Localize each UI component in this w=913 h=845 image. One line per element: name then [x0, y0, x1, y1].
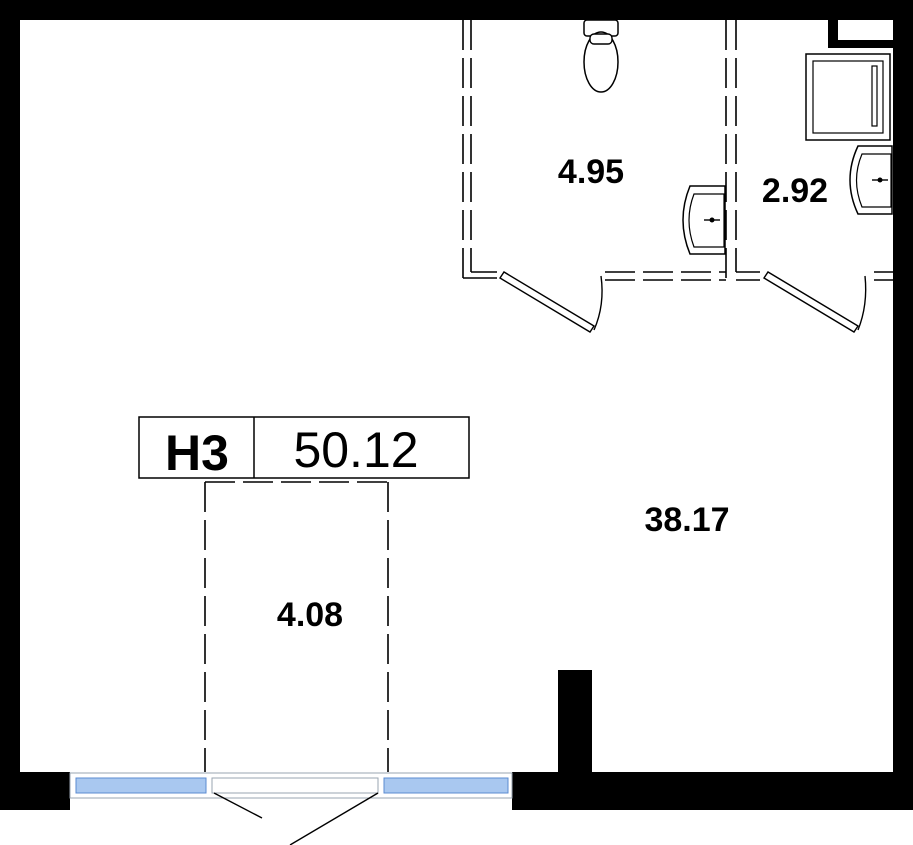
window-glass-right: [383, 777, 509, 794]
window-glass-left: [75, 777, 207, 794]
bottom-wall-right: [512, 772, 913, 810]
bathroom-door: [499, 271, 603, 333]
left-wall: [0, 0, 20, 810]
room-area-bathroom: 4.95: [558, 153, 624, 191]
column-pier: [558, 670, 592, 774]
washroom-partitions: [736, 271, 893, 281]
wall-notch-ledge: [828, 40, 894, 48]
unit-label: Н3 50.12: [138, 416, 470, 481]
washroom-sink-icon: [849, 145, 893, 215]
top-wall: [0, 0, 913, 20]
room-area-main-hall: 38.17: [644, 501, 729, 539]
room-area-washroom: 2.92: [762, 172, 828, 210]
bottom-wall-left: [0, 772, 70, 810]
shower-icon: [805, 53, 891, 141]
entrance-door-frame: [211, 777, 379, 794]
wall-notch: [828, 18, 838, 48]
unit-label-box: [138, 416, 470, 479]
vestibule-partitions: [204, 481, 389, 772]
bathroom-partitions: [462, 20, 737, 281]
right-wall: [893, 0, 913, 810]
door-swing-icon: [213, 792, 379, 845]
window-icon: [69, 772, 513, 799]
exterior-walls: [0, 0, 913, 810]
washroom-door: [763, 271, 867, 333]
unit-code: Н3: [165, 425, 229, 481]
unit-total-area: 50.12: [293, 422, 418, 478]
room-area-vestibule: 4.08: [277, 596, 343, 634]
sink-icon: [682, 185, 726, 255]
toilet-icon: [583, 19, 619, 93]
